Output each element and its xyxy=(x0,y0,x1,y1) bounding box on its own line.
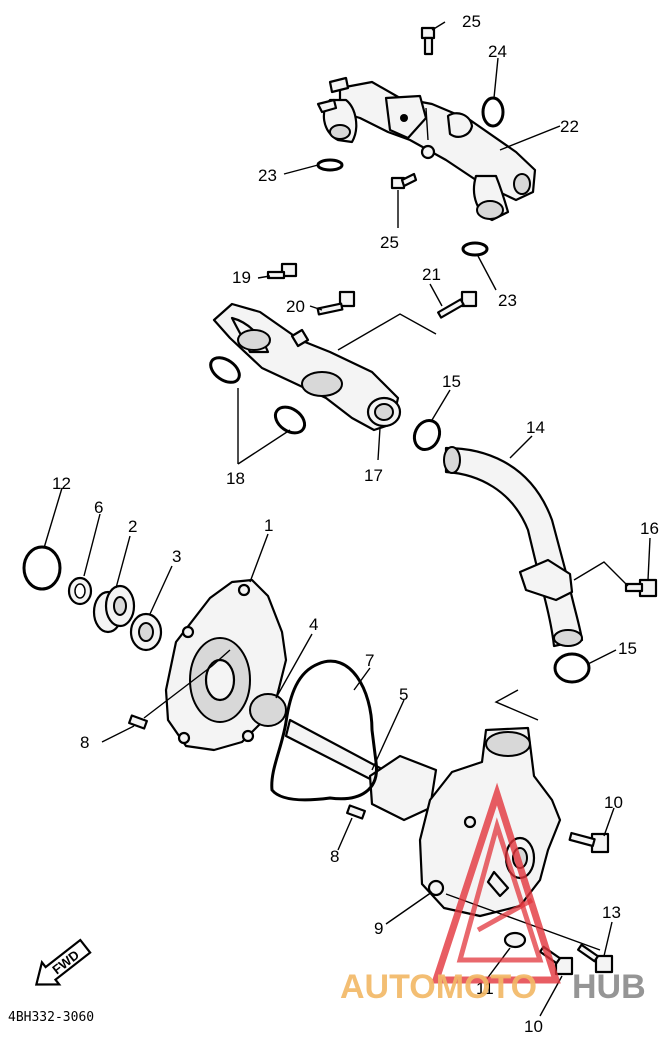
bolt-20 xyxy=(316,290,356,316)
automotohub-watermark-logo: AUTOMOTO HUB xyxy=(340,782,646,1006)
impeller-shaft-5 xyxy=(249,693,438,822)
watermark-text-hub: HUB xyxy=(572,968,646,1006)
o-ring-18b xyxy=(273,405,307,435)
bearing-2 xyxy=(92,584,136,634)
callout-21: 21 xyxy=(422,265,441,284)
dowel-pin-8-right xyxy=(346,804,366,820)
bolt-19 xyxy=(266,262,298,280)
pipe-housing-17 xyxy=(212,302,402,432)
bolt-25-lower xyxy=(390,172,418,190)
washer-11 xyxy=(503,931,527,949)
watermark-text-automoto: AUTOMOTO xyxy=(340,968,537,1006)
callout-8-left: 8 xyxy=(80,733,89,752)
callout-12: 12 xyxy=(52,474,71,493)
bolt-13 xyxy=(576,943,614,974)
callout-22: 22 xyxy=(560,117,579,136)
o-ring-15-mid xyxy=(553,652,591,684)
callout-17: 17 xyxy=(364,466,383,485)
o-ring-24 xyxy=(481,96,505,128)
o-ring-23-right xyxy=(461,241,489,257)
callout-19: 19 xyxy=(232,268,251,287)
drawing-code: 4BH332-3060 xyxy=(8,1010,94,1025)
callout-15-mid: 15 xyxy=(618,639,637,658)
callout-9: 9 xyxy=(374,919,383,938)
dowel-pin-8-left xyxy=(128,714,148,730)
leader-lines xyxy=(43,21,651,1017)
forward-arrow-icon: FWD xyxy=(34,938,92,986)
callout-23-right: 23 xyxy=(498,291,517,310)
callout-1: 1 xyxy=(264,516,273,535)
bolt-10-right xyxy=(568,831,610,854)
callout-24: 24 xyxy=(488,42,507,61)
callout-3: 3 xyxy=(172,547,181,566)
callout-2: 2 xyxy=(128,517,137,536)
callout-7: 7 xyxy=(365,651,374,670)
callout-10-right: 10 xyxy=(604,793,623,812)
o-ring-18a xyxy=(209,356,241,384)
callout-16: 16 xyxy=(640,519,659,538)
callout-15-top: 15 xyxy=(442,372,461,391)
o-ring-15-top xyxy=(412,418,442,452)
water-pipe-22 xyxy=(316,76,537,222)
o-ring-12 xyxy=(22,545,62,591)
callout-18: 18 xyxy=(226,469,245,488)
bolt-21 xyxy=(437,290,478,319)
callout-5: 5 xyxy=(399,685,408,704)
callout-13: 13 xyxy=(602,903,621,922)
gasket-7 xyxy=(270,659,378,802)
callout-20: 20 xyxy=(286,297,305,316)
hose-14 xyxy=(443,446,584,648)
oil-seal-3 xyxy=(129,612,163,652)
bolt-16 xyxy=(624,578,658,598)
bolt-25-top xyxy=(420,26,436,56)
callout-14: 14 xyxy=(526,418,545,437)
callout-10-bottom: 10 xyxy=(524,1017,543,1036)
callout-11: 11 xyxy=(476,979,494,998)
circlip-6 xyxy=(67,576,93,606)
o-ring-23-left xyxy=(316,158,344,172)
callout-25-top: 25 xyxy=(462,12,481,31)
callout-8-right: 8 xyxy=(330,847,339,866)
callout-6: 6 xyxy=(94,498,103,517)
callout-25-lower: 25 xyxy=(380,233,399,252)
callout-4: 4 xyxy=(309,615,318,634)
callout-labels: 25 24 22 23 25 23 19 20 21 15 14 18 17 1… xyxy=(52,12,659,1036)
callout-23-left: 23 xyxy=(258,166,277,185)
